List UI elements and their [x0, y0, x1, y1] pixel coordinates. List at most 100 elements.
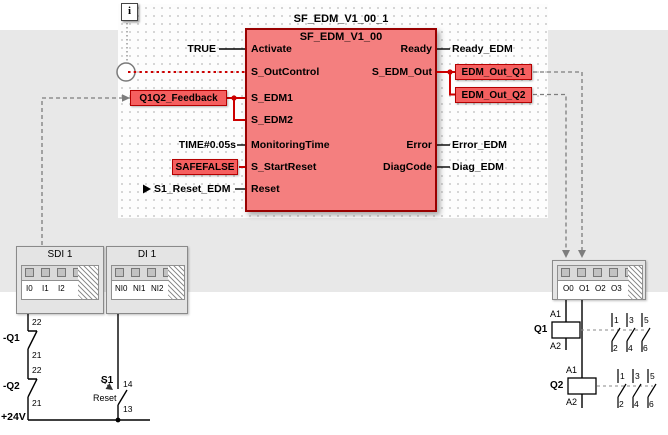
q1-terminal-21: 21 [32, 350, 42, 360]
q1-contact-1: 1 [614, 315, 619, 325]
q1-coil-name: Q1 [534, 324, 548, 335]
operand-error-edm: Error_EDM [452, 139, 507, 151]
operand-monitoring-time: TIME#0.05s [178, 139, 236, 151]
contactor-q2-label: -Q2 [3, 381, 20, 392]
terminal-i0: I0 [26, 284, 33, 293]
terminal-o2: O2 [595, 284, 606, 293]
pin-square [25, 268, 34, 277]
info-icon[interactable]: i [121, 3, 138, 21]
black-signal-wires [219, 48, 450, 190]
operand-s1-reset-edm: S1_Reset_EDM [154, 183, 231, 195]
q1-contact-2: 2 [613, 343, 618, 353]
module-di1-title: DI 1 [137, 249, 157, 260]
operand-true: TRUE [187, 43, 216, 55]
wire-q1-q2-chain [27, 312, 150, 421]
junction-dot-edmout [447, 69, 453, 75]
function-block-sf-edm[interactable] [245, 28, 437, 212]
fb-input-s-startreset: S_StartReset [251, 161, 317, 173]
output-arrowhead-1 [578, 250, 586, 258]
fb-input-s-outcontrol: S_OutControl [251, 66, 320, 78]
pin-square [147, 268, 156, 277]
supply-24v-label: +24V [1, 411, 26, 423]
junction-dot-rail [115, 417, 121, 423]
module-di1-pinsrow [112, 266, 184, 281]
fb-input-reset: Reset [251, 183, 280, 195]
terminal-ni0: NI0 [115, 284, 128, 293]
module-sdi1[interactable]: SDI 1 I0 I1 I2 [16, 246, 104, 314]
pin-square [57, 268, 66, 277]
operand-edm-out-q1[interactable]: EDM_Out_Q1 [455, 64, 532, 80]
q2-contact-6: 6 [649, 399, 654, 409]
terminal-o3: O3 [611, 284, 622, 293]
left-circuit-wires [27, 312, 150, 421]
s1-caption-reset: Reset [93, 393, 117, 403]
dashed-edmoutq1-to-output [533, 71, 583, 250]
module-di1-connector: NI0 NI1 NI2 [111, 265, 185, 300]
dashed-feedback-to-sdi [41, 97, 130, 246]
reset-arrowhead [143, 184, 151, 194]
module-di1[interactable]: DI 1 NI0 NI1 NI2 [106, 246, 188, 314]
module-sdi1-hatch [78, 266, 98, 299]
q2-contact-5: 5 [650, 371, 655, 381]
q2-main-contacts [617, 369, 657, 408]
junction-dot-sedm [231, 95, 237, 101]
q2-contact-2: 2 [619, 399, 624, 409]
s1-label: S1 [101, 375, 114, 386]
s1-terminal-14: 14 [123, 379, 133, 389]
q2-contact-1: 1 [620, 371, 625, 381]
q2-coil-box [567, 377, 597, 395]
q1-contact-5: 5 [644, 315, 649, 325]
pin-square [577, 268, 586, 277]
q2-terminal-22: 22 [32, 365, 42, 375]
operand-q1q2-feedback[interactable]: Q1Q2_Feedback [130, 90, 227, 106]
open-connection-circle [116, 62, 136, 82]
q1-coil-a2: A2 [550, 341, 562, 351]
q1-contact-4: 4 [628, 343, 633, 353]
operand-diag-edm: Diag_EDM [452, 161, 504, 173]
pin-square [41, 268, 50, 277]
output-arrowhead-2 [562, 250, 570, 258]
contactor-q1-label: -Q1 [3, 333, 20, 344]
q2-coil-a2: A2 [566, 397, 578, 407]
operand-safefalse[interactable]: SAFEFALSE [172, 159, 238, 175]
q2-contact-3: 3 [635, 371, 640, 381]
feedback-arrowhead [122, 94, 130, 102]
pin-square [609, 268, 618, 277]
terminal-i1: I1 [42, 284, 49, 293]
terminal-ni1: NI1 [133, 284, 146, 293]
module-sdi1-title: SDI 1 [47, 249, 73, 260]
assignment-dashed-lines [41, 71, 583, 250]
terminal-o0: O0 [563, 284, 574, 293]
terminal-o1: O1 [579, 284, 590, 293]
q1-coil-a1: A1 [550, 309, 562, 319]
fb-input-s-edm2: S_EDM2 [251, 114, 294, 126]
terminal-ni2: NI2 [151, 284, 164, 293]
s1-terminal-13: 13 [123, 404, 133, 414]
pin-square [561, 268, 570, 277]
fb-output-s-edm-out: S_EDM_Out [371, 66, 432, 78]
right-circuit-wires [565, 296, 583, 408]
fb-input-s-edm1: S_EDM1 [251, 92, 294, 104]
fb-output-error: Error [406, 139, 432, 151]
q1-terminal-22: 22 [32, 317, 42, 327]
q1-coil-box [551, 321, 581, 339]
operand-edm-out-q2[interactable]: EDM_Out_Q2 [455, 87, 532, 103]
module-sdi1-connector: I0 I1 I2 [21, 265, 99, 300]
pin-square [593, 268, 602, 277]
module-output[interactable]: O0 O1 O2 O3 [552, 260, 646, 300]
pin-square [115, 268, 124, 277]
fb-type-name: SF_EDM_V1_00 [299, 31, 383, 43]
wire-sedmout-q2-branch [449, 72, 455, 96]
q2-coil-a1: A1 [566, 365, 578, 375]
q1-contact-3: 3 [629, 315, 634, 325]
wire-s1-chain [117, 312, 128, 420]
fb-instance-name: SF_EDM_V1_00_1 [293, 13, 389, 25]
fb-input-activate: Activate [251, 43, 292, 55]
fb-output-diagcode: DiagCode [382, 161, 432, 173]
terminal-i2: I2 [58, 284, 65, 293]
q2-contact-4: 4 [634, 399, 639, 409]
fb-output-ready: Ready [400, 43, 432, 55]
module-output-connector: O0 O1 O2 O3 [557, 265, 643, 300]
